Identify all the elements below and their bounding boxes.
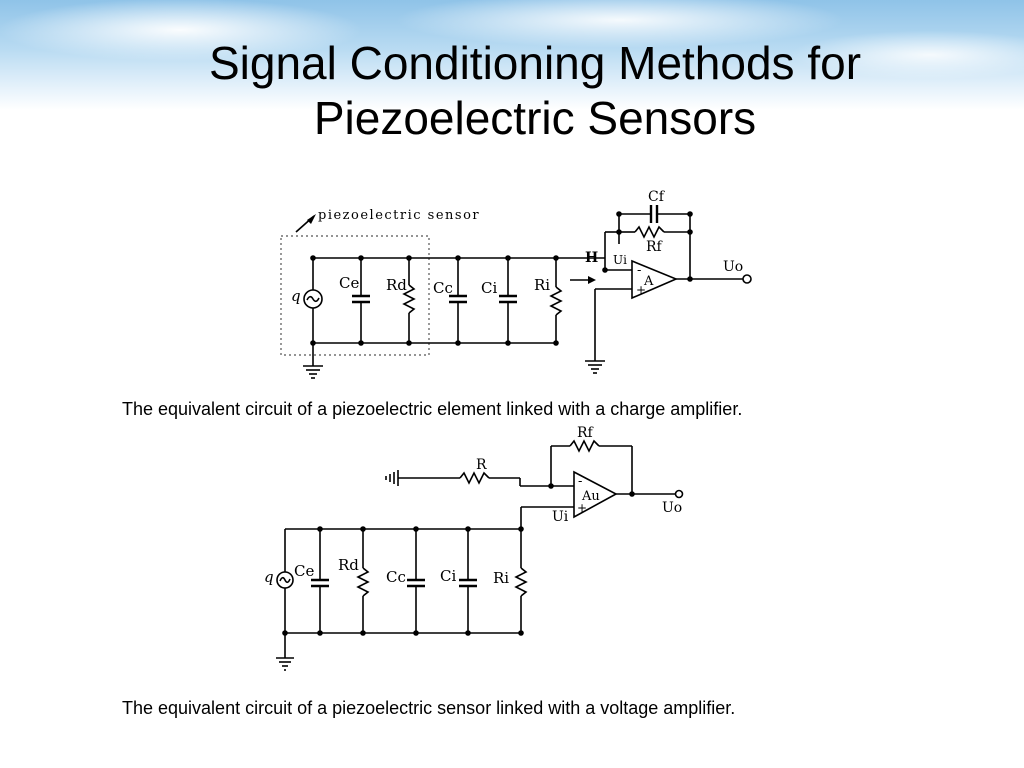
label-rf-2: Rf — [577, 425, 595, 441]
label-ri: Ri — [534, 276, 550, 294]
label-ri-2: Ri — [493, 569, 509, 587]
label-ui-2: Ui — [552, 509, 569, 525]
label-q-2: q — [264, 568, 274, 586]
voltage-amplifier-circuit: q Ce Rd Cc Ci Ri — [264, 425, 684, 671]
sensor-label: piezoelectric sensor — [318, 208, 480, 223]
label-uo-2: Uo — [662, 500, 682, 516]
opamp-au — [573, 470, 618, 519]
opamp-a — [631, 259, 679, 300]
sensor-arrow-head — [307, 214, 316, 224]
output-terminal-1 — [742, 274, 752, 284]
resistor-rf-2 — [569, 439, 600, 453]
label-ce-2: Ce — [294, 562, 314, 580]
label-rd: Rd — [386, 276, 407, 294]
label-ui-1: Ui — [613, 253, 627, 267]
label-q: q — [291, 287, 301, 305]
caption-voltage-amplifier: The equivalent circuit of a piezoelectri… — [122, 698, 736, 718]
opamp-plus: + — [636, 283, 646, 297]
label-a: A — [643, 274, 654, 289]
slide-title: Signal Conditioning Methods for Piezoele… — [208, 37, 862, 144]
label-ci: Ci — [481, 279, 497, 297]
label-ce: Ce — [339, 274, 359, 292]
resistor-rf-1 — [634, 225, 665, 239]
label-rd-2: Rd — [338, 556, 359, 574]
label-au: Au — [581, 489, 600, 504]
resistor-ri — [549, 286, 563, 316]
charge-amplifier-circuit: piezoelectric sensor q Ce Rd Cc Ci — [280, 189, 752, 379]
label-cc-2: Cc — [386, 568, 406, 586]
resistor-r — [459, 471, 490, 485]
sensor-boundary-box — [280, 235, 430, 356]
resistor-rd — [402, 284, 416, 314]
label-cc: Cc — [433, 279, 453, 297]
label-r: R — [476, 457, 487, 473]
resistor-ri-2 — [514, 567, 528, 597]
label-ci-2: Ci — [440, 567, 456, 585]
label-uo-1: Uo — [723, 259, 743, 275]
caption-charge-amplifier: The equivalent circuit of a piezoelectri… — [122, 399, 743, 419]
sky-background — [0, 0, 1024, 110]
opamp-minus: - — [637, 263, 641, 278]
label-rf-1: Rf — [646, 239, 664, 255]
opamp-minus-2: - — [578, 474, 582, 489]
output-terminal-2 — [674, 489, 684, 499]
label-cf: Cf — [648, 189, 666, 205]
resistor-rd-2 — [356, 567, 370, 597]
opamp-plus-2: + — [577, 501, 587, 515]
